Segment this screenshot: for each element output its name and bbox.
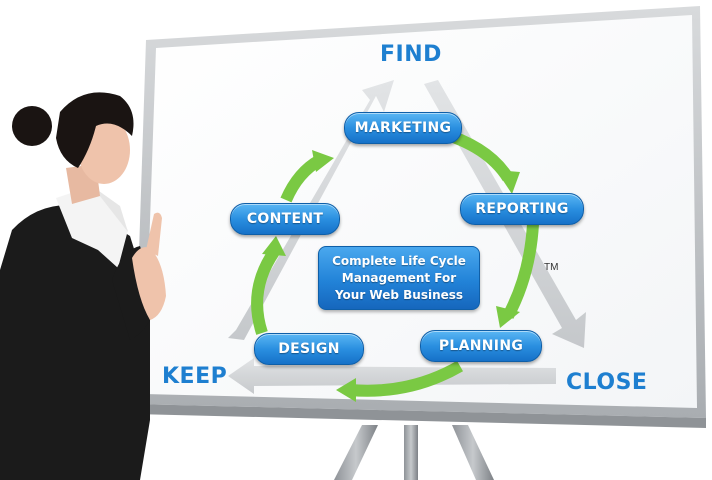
stage-planning: PLANNING (420, 330, 542, 362)
easel-legs (334, 425, 494, 480)
green-cycle-arrows (251, 126, 539, 397)
trademark-mark: TM (544, 262, 559, 273)
stage-content: CONTENT (230, 203, 340, 235)
green-arrowheads (262, 150, 520, 402)
center-summary-box: Complete Life Cycle Management For Your … (318, 246, 480, 310)
corner-label-find: FIND (380, 42, 442, 67)
corner-label-close: CLOSE (566, 370, 648, 395)
stage-marketing: MARKETING (344, 112, 462, 144)
center-line-2: Management For (341, 270, 457, 285)
stage-reporting: REPORTING (460, 193, 584, 225)
center-line-3: Your Web Business (334, 287, 464, 302)
center-line-1: Complete Life Cycle (332, 253, 466, 268)
corner-label-keep: KEEP (162, 364, 228, 389)
stage-design: DESIGN (254, 333, 364, 365)
